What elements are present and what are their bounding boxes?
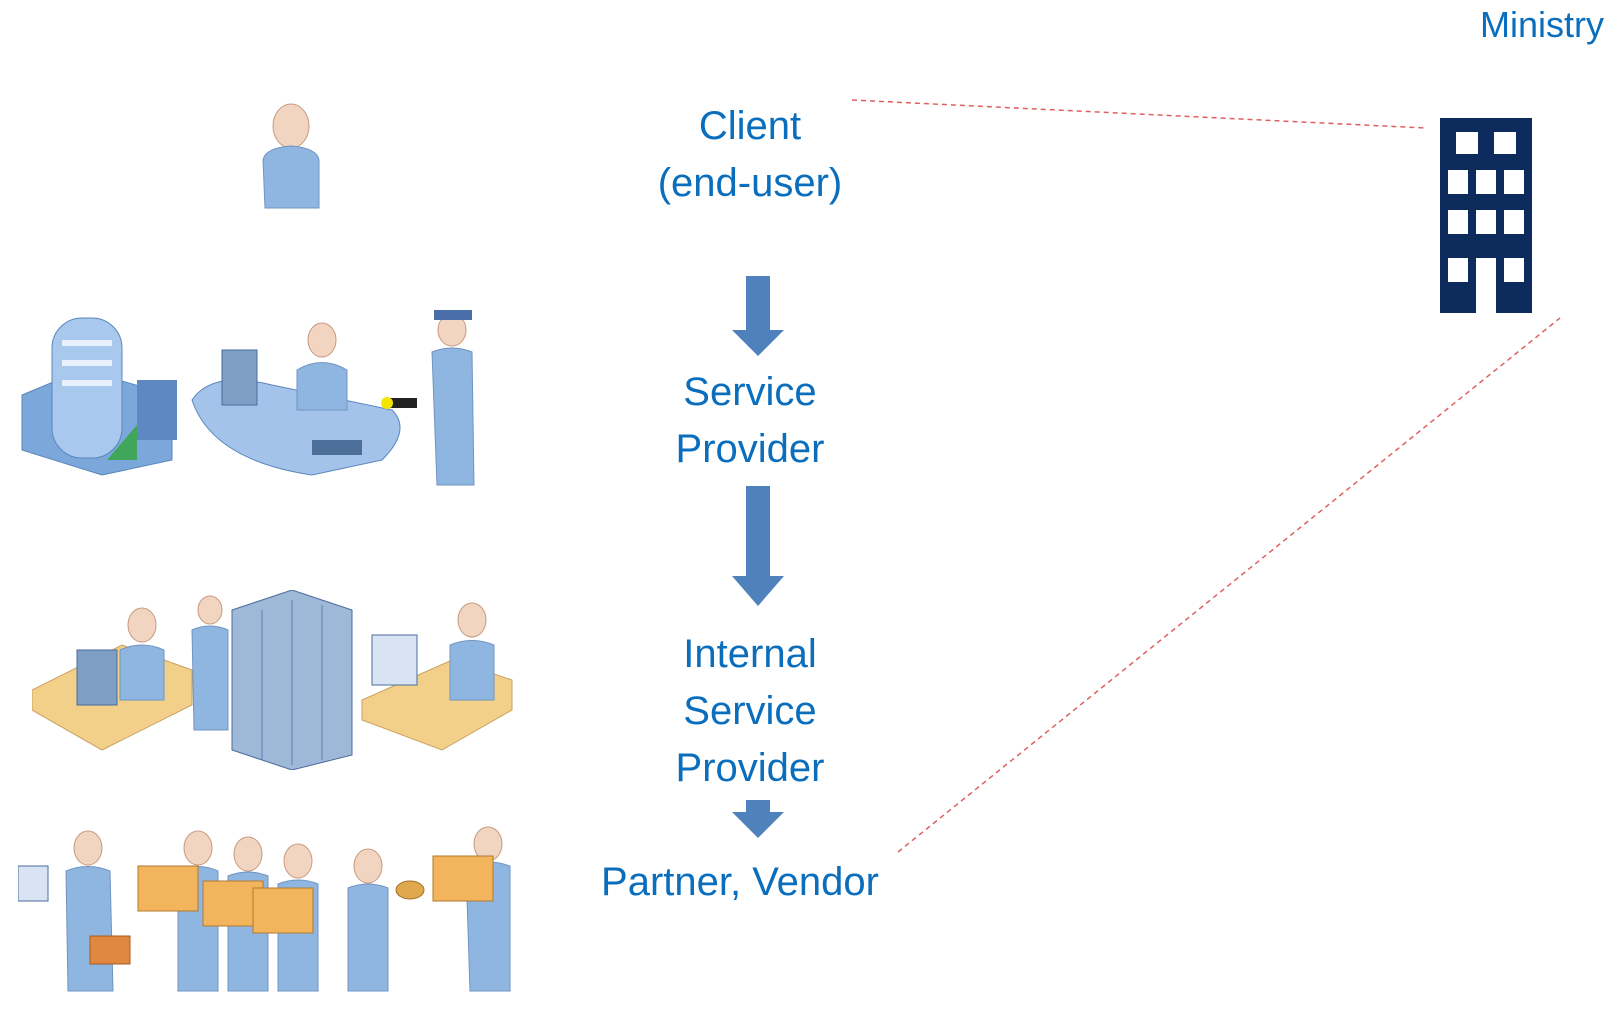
client-label-line2: (end-user) — [657, 161, 843, 205]
internal-label-line2: Service — [683, 689, 817, 733]
down-arrow-2 — [732, 486, 784, 606]
delivery-people-scene-icon — [18, 826, 511, 992]
dashed-line-vendor-ministry — [897, 317, 1561, 853]
client-label: Client (end-user) — [600, 98, 900, 212]
down-arrow-1 — [732, 276, 784, 356]
end-user-person-icon — [262, 103, 320, 209]
it-operations-scene-icon — [32, 590, 513, 770]
service-provider-label-line2: Provider — [675, 427, 825, 471]
service-provider-label: Service Provider — [600, 364, 900, 478]
dashed-line-client-ministry — [851, 99, 1426, 129]
ministry-label: Ministry — [1480, 4, 1604, 45]
internal-label-line3: Provider — [675, 746, 825, 790]
service-provider-label-line1: Service — [683, 370, 817, 414]
internal-label-line1: Internal — [683, 632, 817, 676]
service-provider-scene-icon — [21, 310, 475, 486]
client-label-line1: Client — [698, 104, 802, 148]
partner-vendor-label: Partner, Vendor — [540, 854, 940, 911]
internal-service-provider-label: Internal Service Provider — [600, 626, 900, 797]
office-building-icon — [1440, 118, 1532, 313]
down-arrow-3 — [732, 800, 784, 838]
partner-vendor-label-line1: Partner, Vendor — [601, 860, 879, 904]
